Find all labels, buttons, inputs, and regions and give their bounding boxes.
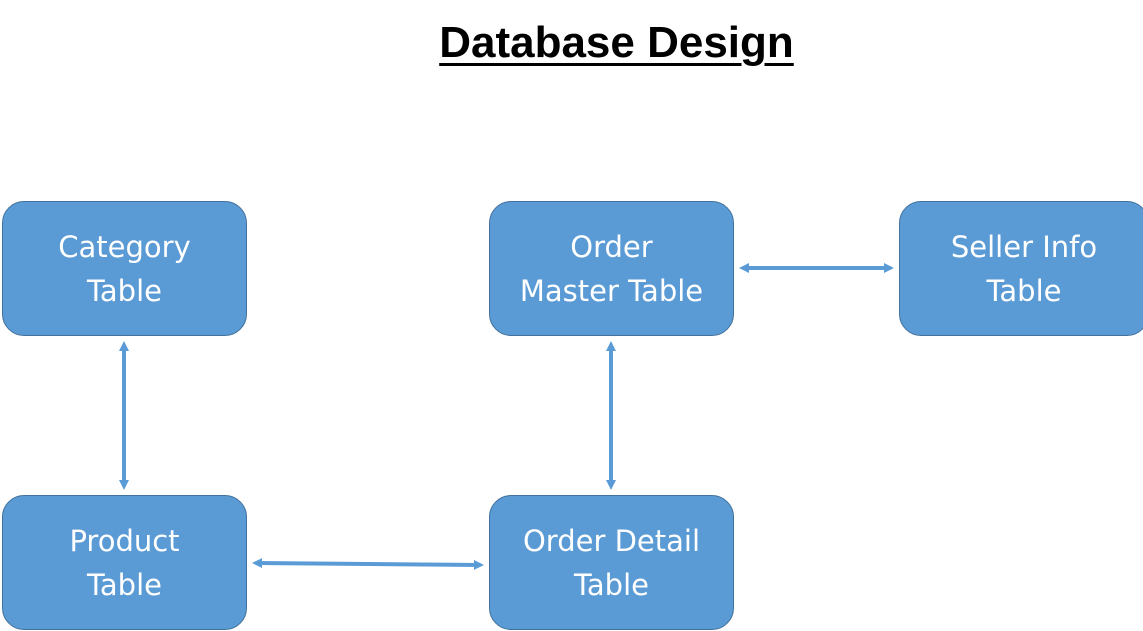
node-label-line1: Product (69, 523, 180, 558)
seller-info-table-node[interactable]: Seller Info Table (899, 201, 1143, 336)
order-master-table-node[interactable]: Order Master Table (489, 201, 734, 336)
diagram-title: Database Design (439, 18, 794, 67)
node-label-line1: Category (58, 229, 191, 264)
node-label-line1: Order (570, 229, 653, 264)
node-label-line1: Order Detail (522, 523, 701, 558)
node-label-line2: Master Table (519, 273, 704, 308)
product-table-node[interactable]: Product Table (2, 495, 247, 630)
node-label-line1: Seller Info (950, 229, 1098, 264)
title-area: Database Design (0, 0, 1143, 100)
node-label-line2: Table (87, 273, 162, 308)
node-label-line2: Table (87, 567, 162, 602)
edge-product-order-detail (252, 558, 484, 570)
category-table-node[interactable]: Category Table (2, 201, 247, 336)
node-label-line2: Table (986, 273, 1062, 308)
node-label-line2: Table (574, 567, 649, 602)
order-detail-table-node[interactable]: Order Detail Table (489, 495, 734, 630)
